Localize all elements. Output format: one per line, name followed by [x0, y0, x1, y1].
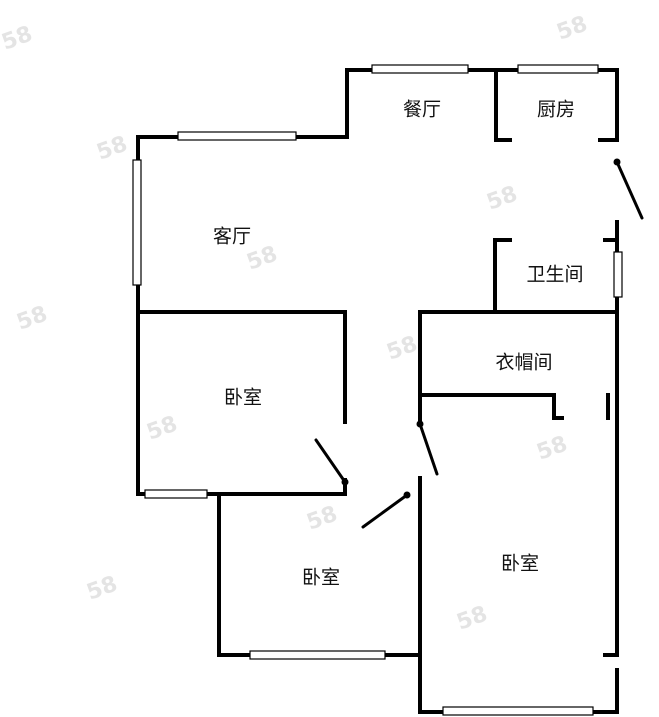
- label-bedroom-bottom: 卧室: [302, 567, 340, 589]
- windows: [132, 64, 623, 716]
- window-bottom-bedroom: [249, 650, 386, 660]
- label-cloakroom: 衣帽间: [495, 352, 552, 374]
- svg-text:58: 58: [0, 22, 36, 56]
- door-right-bedroom-hinge: [416, 420, 424, 428]
- window-kitchen-top: [517, 64, 599, 74]
- label-bedroom-right: 卧室: [501, 553, 539, 575]
- window-bathroom-right: [613, 251, 623, 298]
- svg-text:58: 58: [94, 132, 131, 166]
- window-right-bedroom: [442, 706, 594, 716]
- door-kitchen-hinge: [613, 158, 621, 166]
- label-dining: 餐厅: [403, 99, 441, 121]
- room-labels: 餐厅 厨房 客厅 卫生间 衣帽间 卧室 卧室 卧室: [213, 99, 584, 589]
- svg-text:58: 58: [454, 602, 491, 636]
- window-dining-top: [371, 64, 469, 74]
- door-bottom-bedroom: [361, 493, 409, 529]
- doors: [314, 158, 644, 529]
- svg-text:58: 58: [384, 332, 421, 366]
- svg-text:58: 58: [84, 572, 121, 606]
- wall-bathroom: [493, 238, 512, 314]
- door-left-bedroom: [314, 438, 347, 484]
- door-bottom-bedroom-hinge: [403, 491, 411, 499]
- label-living: 客厅: [213, 226, 251, 248]
- label-bedroom-left: 卧室: [224, 387, 262, 409]
- svg-text:58: 58: [304, 502, 341, 536]
- door-kitchen: [615, 160, 644, 220]
- door-right-bedroom: [418, 422, 439, 476]
- watermark: 58 58 58 58 58 58 58 58 58 58 58 58: [0, 12, 591, 636]
- window-left-bedroom-bottom: [144, 489, 208, 499]
- svg-text:58: 58: [484, 182, 521, 216]
- door-left-bedroom-hinge: [341, 478, 349, 486]
- svg-text:58: 58: [534, 432, 571, 466]
- window-living-top: [177, 131, 297, 141]
- svg-text:58: 58: [144, 412, 181, 446]
- walls: [136, 68, 619, 714]
- label-kitchen: 厨房: [537, 99, 575, 121]
- svg-text:58: 58: [14, 302, 51, 336]
- window-living-left: [132, 159, 142, 286]
- svg-text:58: 58: [554, 12, 591, 46]
- wall-kitchen-left: [494, 68, 512, 142]
- label-bathroom: 卫生间: [526, 264, 583, 286]
- wall-cloak-bottom: [418, 393, 564, 420]
